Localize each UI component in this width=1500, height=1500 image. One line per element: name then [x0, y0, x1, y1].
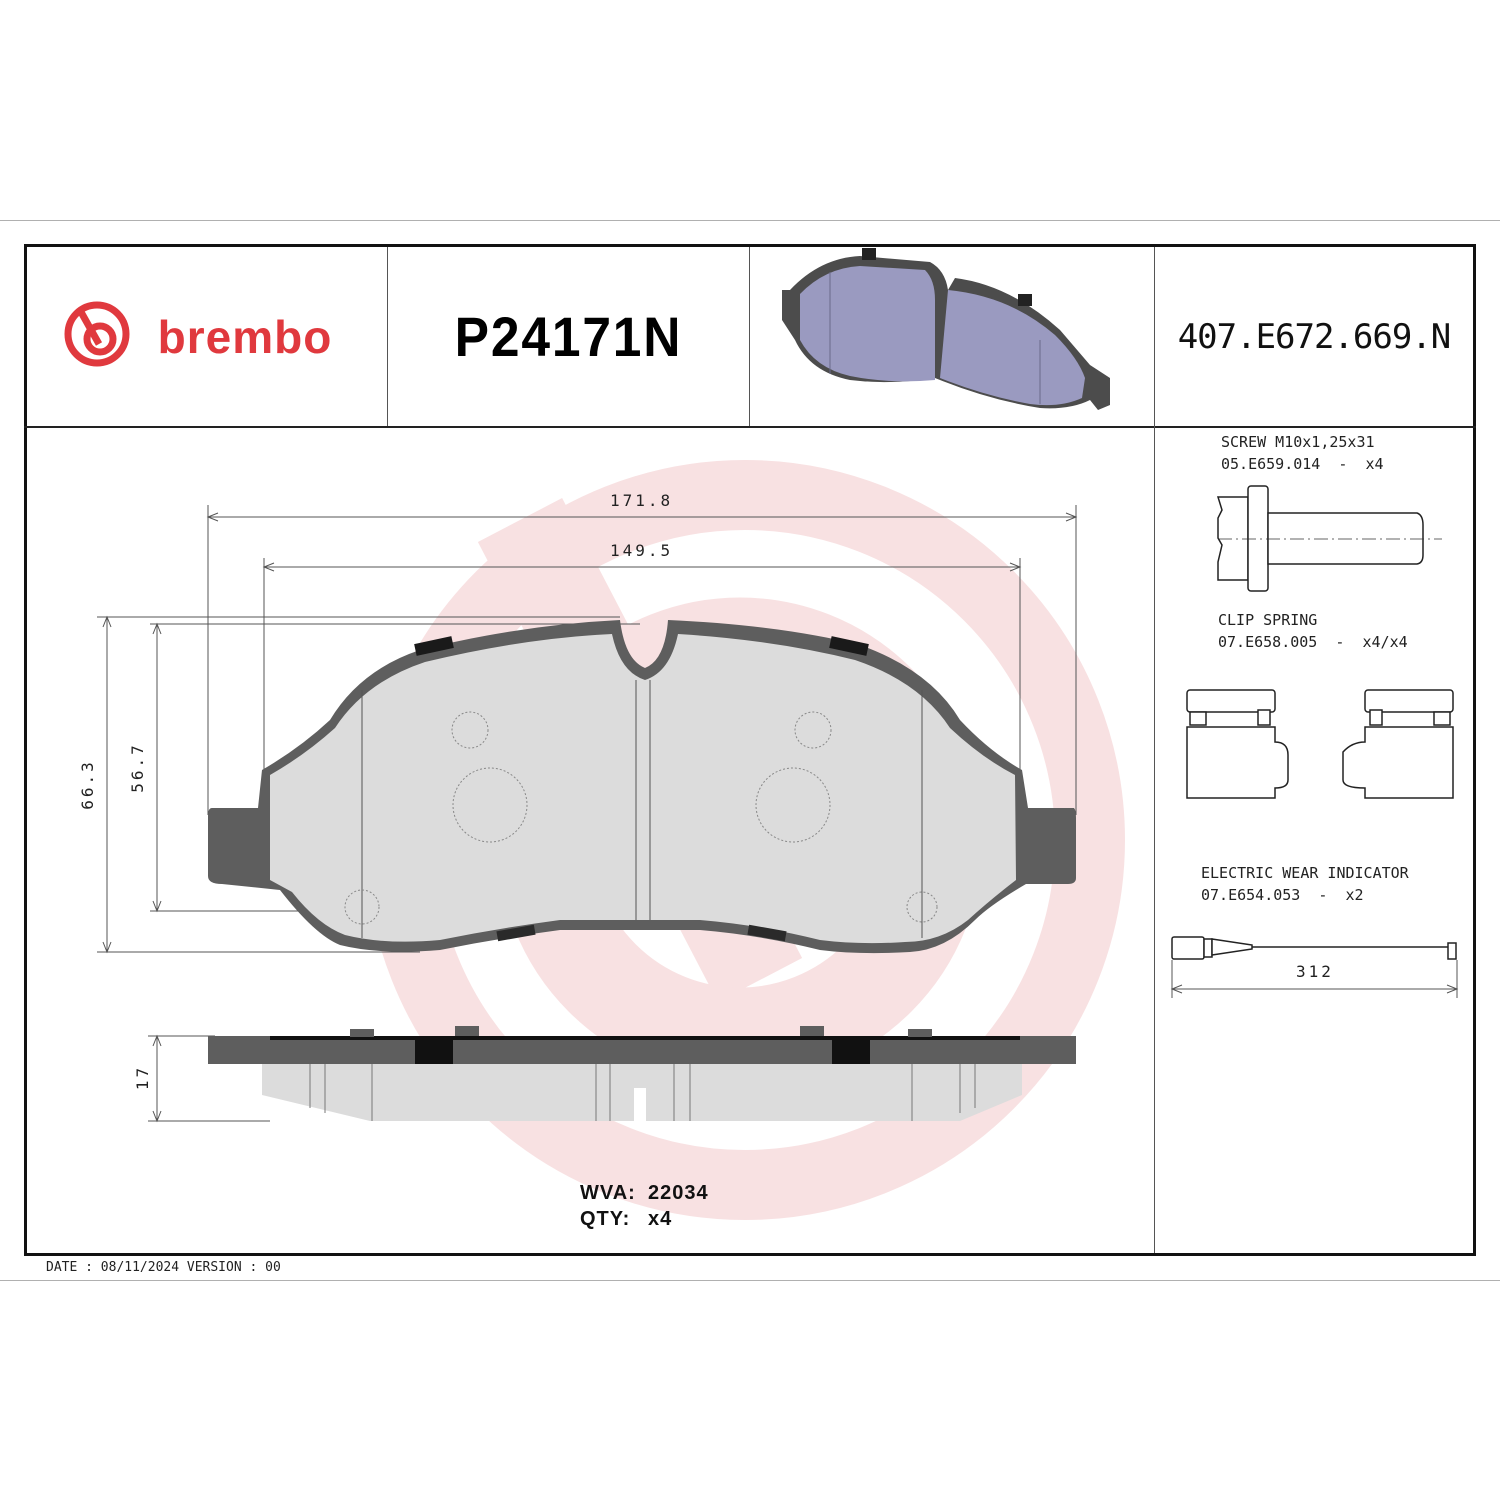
drawing-sheet [0, 220, 1500, 1281]
part-number: P24171N [454, 305, 683, 368]
brake-pad-3d-render [782, 248, 1110, 410]
wear-indicator-icon [1171, 936, 1457, 960]
wear-indicator-code: 07.E654.053 - x2 [1201, 886, 1364, 904]
clip-spring-icon [1186, 689, 1454, 799]
dim-overall-width: 171.8 [610, 491, 674, 510]
accessory-wear-indicator: ELECTRIC WEAR INDICATOR 07.E654.053 - x2 [1201, 862, 1409, 906]
accessories-divider [1154, 247, 1155, 1253]
brembo-logo-icon [64, 301, 130, 367]
header-divider-2 [749, 247, 750, 426]
screw-name: SCREW M10x1,25x31 [1221, 433, 1375, 451]
wear-indicator-name: ELECTRIC WEAR INDICATOR [1201, 864, 1409, 882]
brand-name: brembo [157, 310, 333, 363]
wear-indicator-length: 312 [1296, 962, 1334, 981]
accessory-screw: SCREW M10x1,25x31 05.E659.014 - x4 [1221, 431, 1384, 475]
dim-thickness: 17 [133, 1064, 153, 1091]
dimension-lines [97, 505, 1078, 1123]
header-divider-1 [387, 247, 388, 426]
dim-friction-width: 149.5 [610, 541, 674, 560]
brake-pad-side-view [208, 1026, 1076, 1121]
header-divider [24, 426, 1476, 428]
clip-spring-code: 07.E658.005 - x4/x4 [1218, 633, 1408, 651]
dim-overall-height: 66.3 [77, 759, 97, 810]
screw-code: 05.E659.014 - x4 [1221, 455, 1384, 473]
dim-friction-height: 56.7 [127, 742, 147, 793]
wva-qty-block: WVA: 22034 QTY: x4 [580, 1180, 709, 1232]
wva-value: 22034 [648, 1182, 709, 1204]
qty-value: x4 [648, 1208, 673, 1230]
brake-pad-front-view [208, 620, 1076, 954]
reference-number: 407.E672.669.N [1177, 316, 1452, 357]
wva-label: WVA: [580, 1182, 636, 1204]
accessory-clip-spring: CLIP SPRING 07.E658.005 - x4/x4 [1218, 609, 1408, 653]
title-block-frame [24, 244, 1476, 1256]
clip-spring-name: CLIP SPRING [1218, 611, 1318, 629]
screw-icon [1216, 485, 1442, 592]
wear-indicator-dimension [1170, 960, 1459, 998]
qty-label: QTY: [580, 1208, 631, 1230]
footer-date-version: DATE : 08/11/2024 VERSION : 00 [46, 1260, 281, 1275]
brand-logo: brembo [27, 247, 387, 426]
